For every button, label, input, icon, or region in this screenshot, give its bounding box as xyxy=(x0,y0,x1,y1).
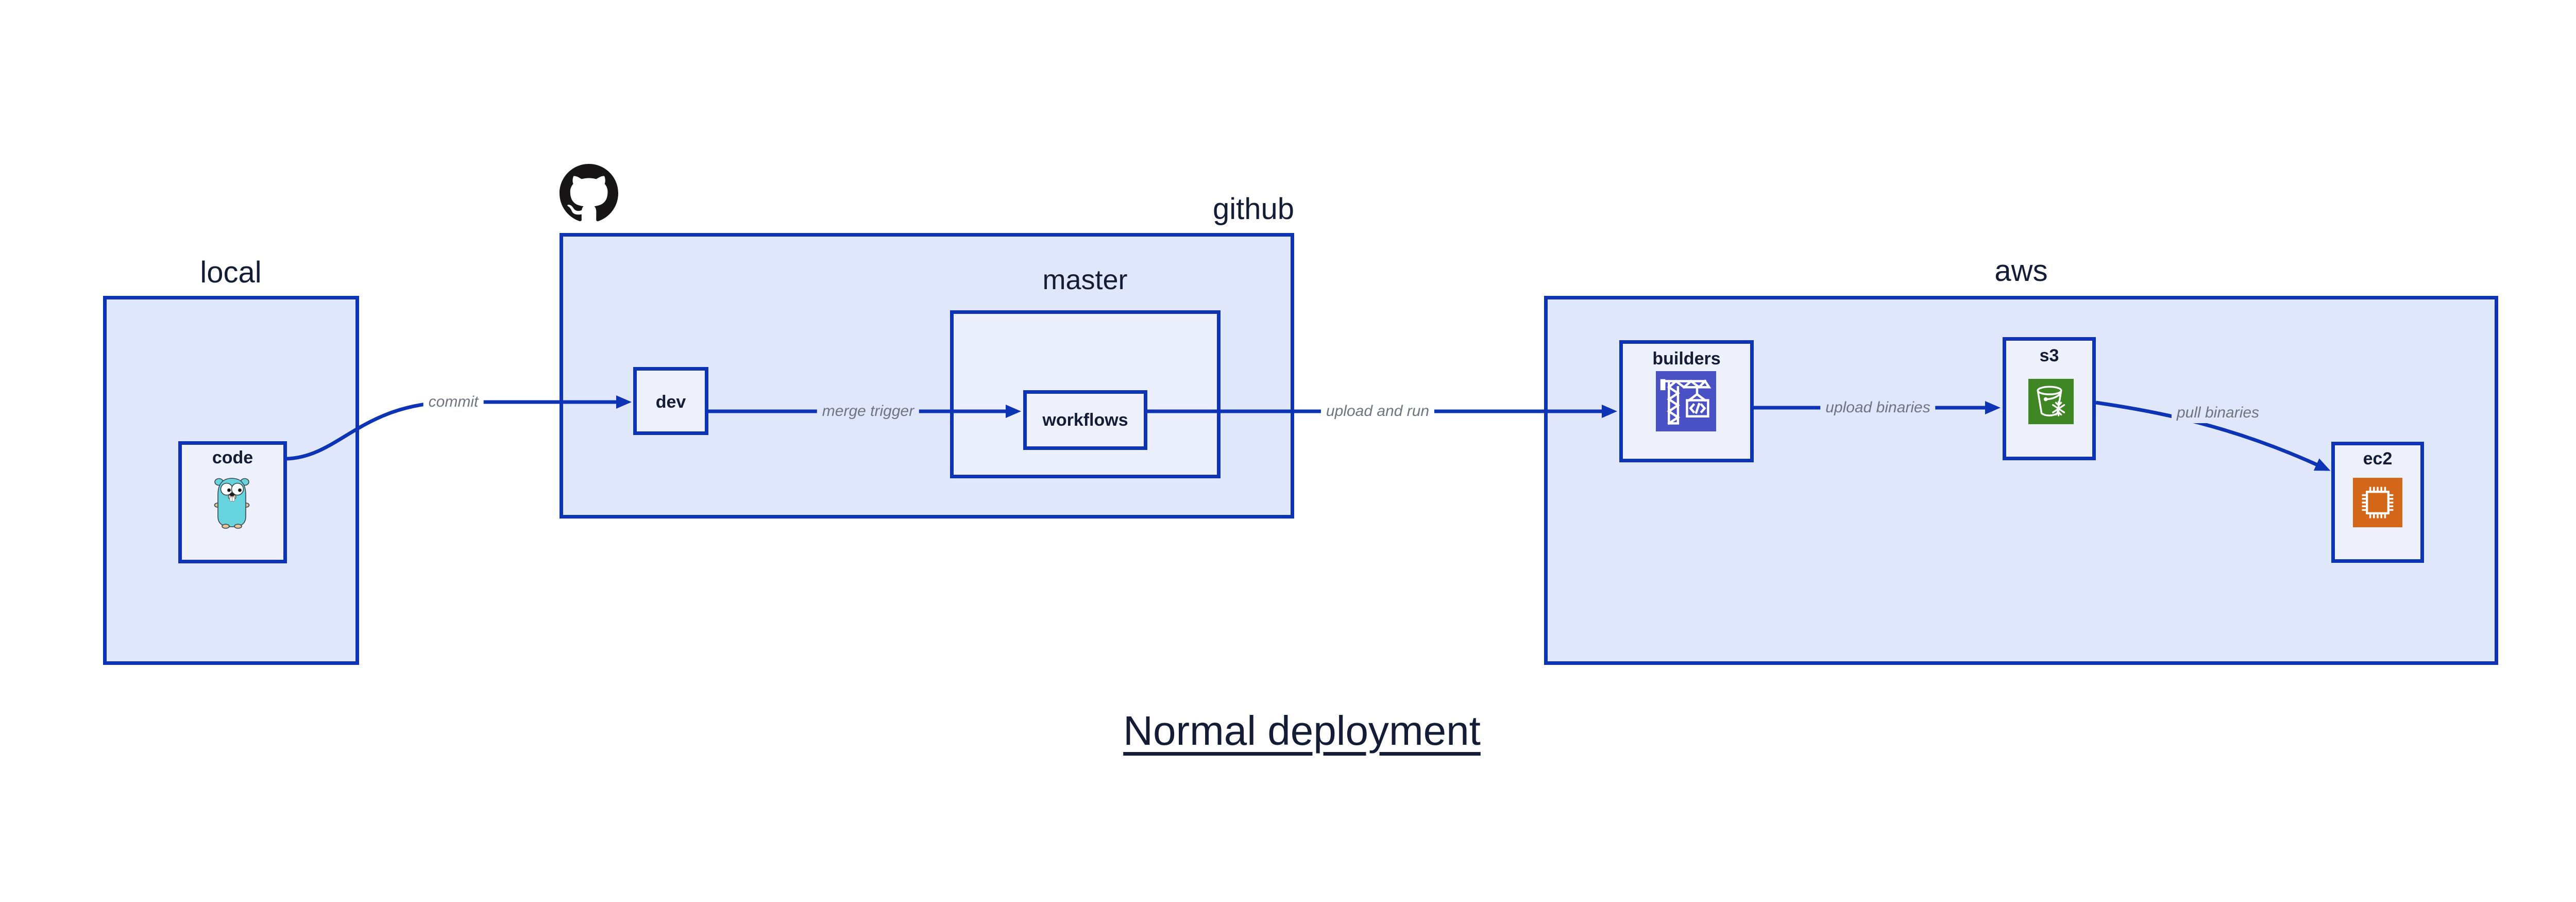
node-label-builders: builders xyxy=(1652,349,1721,369)
edge-label-upload-and-run: upload and run xyxy=(1320,401,1435,422)
s3-glacier-bucket-icon xyxy=(2028,379,2074,424)
node-label-workflows: workflows xyxy=(1042,410,1128,430)
edge-label-commit: commit xyxy=(423,392,484,412)
node-builders xyxy=(1619,340,1754,462)
container-label-aws: aws xyxy=(1994,254,2048,288)
container-label-local: local xyxy=(200,256,262,289)
node-workflows xyxy=(1023,390,1147,450)
node-label-dev: dev xyxy=(655,392,686,412)
node-dev xyxy=(633,367,708,435)
node-label-ec2: ec2 xyxy=(2363,449,2393,469)
edge-label-upload-binaries: upload binaries xyxy=(1820,397,1936,418)
edge-label-pull-binaries: pull binaries xyxy=(2171,403,2265,423)
node-label-s3: s3 xyxy=(2039,346,2059,365)
ec2-chip-icon xyxy=(2353,478,2402,527)
node-label-code: code xyxy=(212,448,253,467)
edge-label-merge-trigger: merge trigger xyxy=(817,401,920,422)
container-label-master: master xyxy=(1042,264,1128,295)
github-octocat-icon xyxy=(560,164,618,222)
container-label-github: github xyxy=(1212,192,1294,226)
go-gopher-icon xyxy=(214,478,250,529)
codebuild-crane-icon xyxy=(1656,371,1716,431)
diagram-title: Normal deployment xyxy=(1123,708,1481,754)
